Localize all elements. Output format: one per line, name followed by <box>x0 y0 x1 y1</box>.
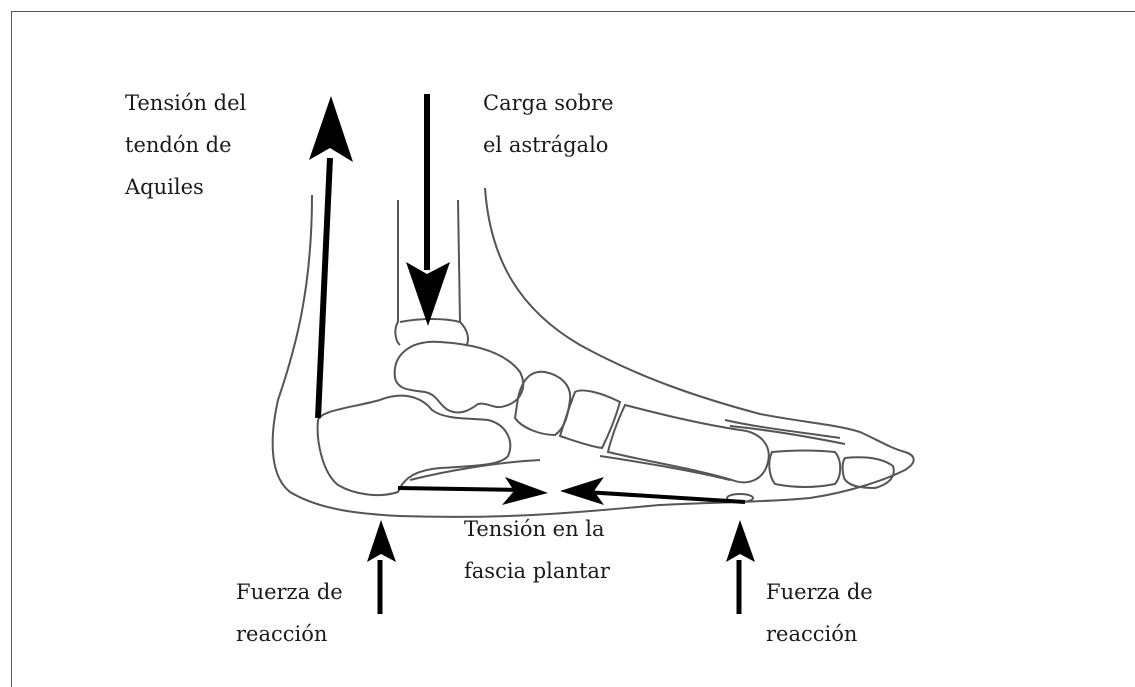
talus-load-label: Carga sobre el astrágalo <box>483 82 614 166</box>
achilles-tension-arrow-shaft <box>315 157 333 419</box>
achilles-tension-label: Tensión del tendón de Aquiles <box>125 82 246 208</box>
navicular-bone <box>513 370 572 437</box>
fascia-tension-arrow-right <box>584 490 746 504</box>
fascia-tension-arrowhead-left <box>502 477 548 505</box>
achilles-tension-arrowhead <box>309 96 353 162</box>
talus-label-line2: el astrágalo <box>483 133 609 157</box>
fascia-label-line1: Tensión en la <box>464 517 605 541</box>
reaction-right-line2: reacción <box>766 622 858 646</box>
foot-skin-outline <box>271 187 915 518</box>
talus-bone <box>393 340 525 414</box>
reaction-force-right-arrowhead <box>726 520 755 562</box>
fascia-tension-arrow-left <box>397 486 523 492</box>
fascia-label-line2: fascia plantar <box>464 559 610 583</box>
reaction-force-left-arrowhead <box>367 520 396 562</box>
fascia-tension-label: Tensión en la fascia plantar <box>464 508 610 592</box>
cuneiform-bone <box>558 389 622 450</box>
talus-label-line1: Carga sobre <box>483 91 614 115</box>
lateral-bone-lines <box>409 419 846 481</box>
calcaneus-bone <box>316 394 512 497</box>
achilles-label-line1: Tensión del <box>125 91 247 115</box>
tibia-bone <box>394 199 469 347</box>
image-frame <box>11 11 1135 687</box>
talus-load-arrowhead <box>406 262 450 326</box>
reaction-force-right-label: Fuerza de reacción <box>766 571 873 655</box>
reaction-left-line1: Fuerza de <box>236 580 343 604</box>
metatarsal-bone <box>606 403 770 484</box>
reaction-left-line2: reacción <box>236 622 328 646</box>
toe-phalanges <box>768 449 895 490</box>
achilles-label-line3: Aquiles <box>125 175 204 199</box>
fascia-tension-arrowhead-right <box>560 477 604 505</box>
achilles-label-line2: tendón de <box>125 133 232 157</box>
reaction-force-left-label: Fuerza de reacción <box>236 571 343 655</box>
reaction-right-line1: Fuerza de <box>766 580 873 604</box>
